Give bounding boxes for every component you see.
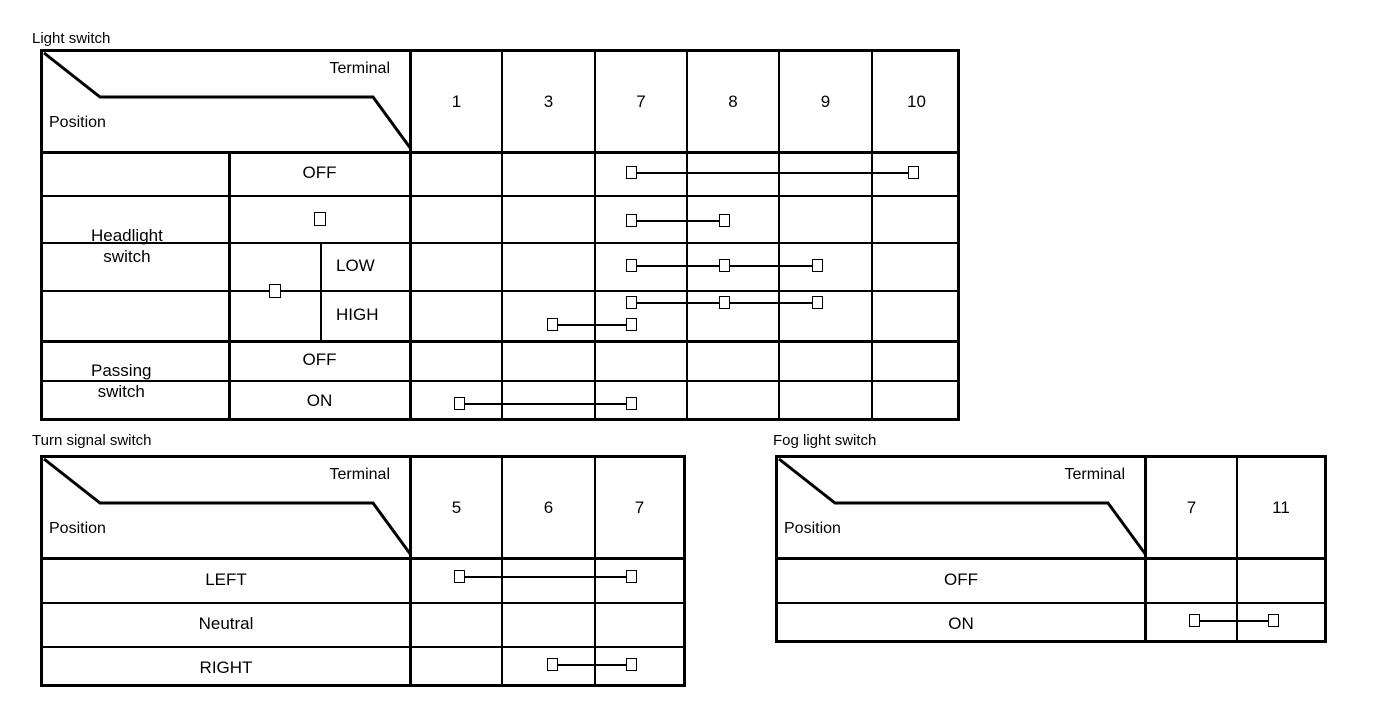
continuity-node-7 <box>626 318 637 331</box>
position-cell-headlight-on <box>230 242 320 340</box>
group-label-line: switch <box>97 381 145 401</box>
corner-diagonal-icon <box>43 52 412 150</box>
continuity-node-7 <box>626 166 637 179</box>
corner-diagonal-icon <box>43 458 412 556</box>
continuity-wire-3-7 <box>554 324 632 326</box>
continuity-node-10 <box>908 166 919 179</box>
terminal-header-7: 7 <box>634 497 645 517</box>
continuity-node-8 <box>719 214 730 227</box>
turn-signal-corner-header: Terminal Position <box>43 458 412 557</box>
continuity-node-6 <box>547 658 558 671</box>
fog-light-switch-table: Terminal Position 7 11 OFF ON <box>775 455 1327 643</box>
continuity-node-7 <box>626 259 637 272</box>
position-cell-neutral: Neutral <box>198 614 254 633</box>
terminal-label: Terminal <box>329 60 390 77</box>
continuity-node-3 <box>547 318 558 331</box>
corner-diagonal-icon <box>778 458 1147 556</box>
continuity-node-1 <box>454 397 465 410</box>
continuity-wire-5-7 <box>461 576 632 578</box>
lamp-symbol-icon <box>313 211 326 226</box>
continuity-wire-1-7 <box>461 403 632 405</box>
fog-light-corner-header: Terminal Position <box>778 458 1147 557</box>
position-cell-off: OFF <box>944 569 978 589</box>
terminal-header-8: 8 <box>728 91 738 111</box>
continuity-node-7 <box>1189 614 1200 627</box>
position-cell-left: LEFT <box>205 569 247 589</box>
terminal-header-6: 6 <box>543 497 554 517</box>
group-label-line: Passing <box>91 360 152 380</box>
light-switch-corner-header: Terminal Position <box>43 52 412 151</box>
light-switch-table: Terminal Position 1 3 7 8 9 10 Headlight… <box>40 49 960 421</box>
position-label: Position <box>49 520 106 537</box>
position-cell-passing-off: OFF <box>302 350 337 369</box>
position-cell-headlight-low: LOW <box>336 256 375 275</box>
continuity-node-11 <box>1268 614 1279 627</box>
continuity-wire-7-8 <box>632 220 724 222</box>
terminal-header-1: 1 <box>451 91 462 111</box>
terminal-header-3: 3 <box>543 91 554 111</box>
position-cell-headlight-high: HIGH <box>336 305 379 324</box>
continuity-node-7 <box>626 214 637 227</box>
position-cell-passing-on: ON <box>306 390 333 410</box>
continuity-node-5 <box>454 570 465 583</box>
continuity-node-9 <box>812 296 823 309</box>
continuity-node-8 <box>719 259 730 272</box>
terminal-header-9: 9 <box>820 91 831 111</box>
group-label-line: switch <box>103 246 151 266</box>
continuity-node-8 <box>719 296 730 309</box>
terminal-header-7: 7 <box>636 91 646 111</box>
fog-light-switch-caption: Fog light switch <box>773 432 877 449</box>
turn-signal-switch-caption: Turn signal switch <box>32 432 152 449</box>
light-switch-caption: Light switch <box>32 30 111 47</box>
continuity-node-9 <box>812 259 823 272</box>
terminal-header-11: 11 <box>1272 497 1290 517</box>
continuity-node-7 <box>626 296 637 309</box>
position-label: Position <box>49 114 106 131</box>
group-label-line: Headlight <box>91 225 163 245</box>
terminal-label: Terminal <box>329 466 390 483</box>
terminal-header-5: 5 <box>451 497 462 517</box>
continuity-wire-6-7 <box>554 664 632 666</box>
terminal-label: Terminal <box>1064 466 1125 483</box>
terminal-header-10: 10 <box>907 91 926 111</box>
continuity-node-7 <box>626 658 637 671</box>
position-label: Position <box>784 520 841 537</box>
position-cell-headlight-off: OFF <box>302 163 337 182</box>
position-cell-headlight-park <box>230 195 409 242</box>
position-cell-on: ON <box>948 614 974 633</box>
terminal-header-7: 7 <box>1186 497 1197 517</box>
continuity-wire-7-10 <box>632 172 913 174</box>
position-cell-right: RIGHT <box>199 658 253 677</box>
continuity-wire-7-11 <box>1196 620 1274 622</box>
continuity-node-7 <box>626 570 637 583</box>
turn-signal-switch-table: Terminal Position 5 6 7 LEFT Neutral RIG… <box>40 455 686 687</box>
lamp-symbol-icon <box>269 284 281 298</box>
continuity-node-7 <box>626 397 637 410</box>
